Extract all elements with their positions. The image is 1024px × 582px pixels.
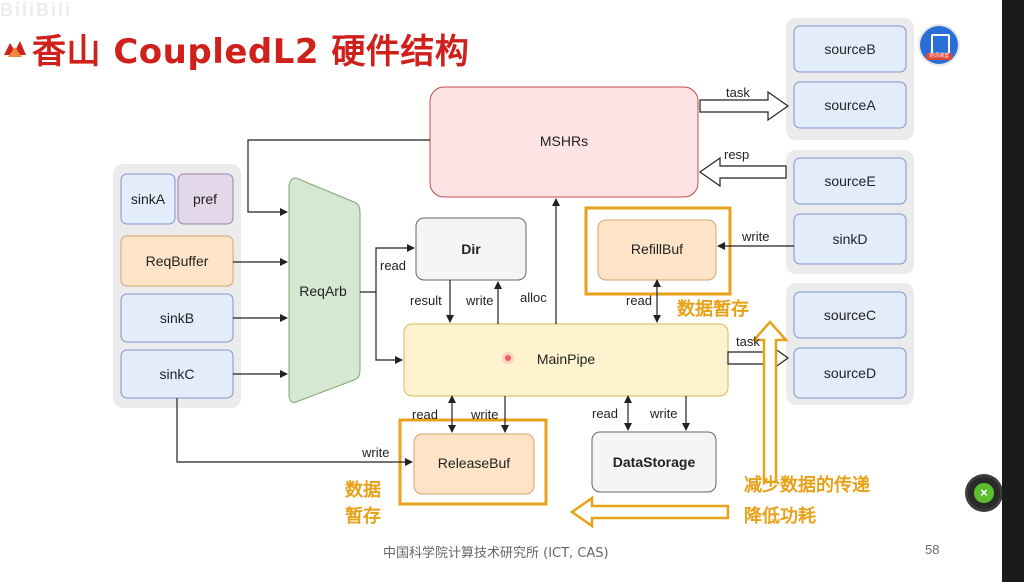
label-write-sinkc: write <box>361 445 389 460</box>
main-pipe-label: MainPipe <box>537 351 596 367</box>
label-write-sinkd: write <box>741 229 769 244</box>
release-buf-label: ReleaseBuf <box>438 455 510 471</box>
source-c-node: sourceC <box>793 291 907 339</box>
label-write-dir: write <box>465 293 493 308</box>
req-buffer-node: ReqBuffer <box>120 235 234 287</box>
annotation-buffer-left-1: 数据 <box>345 479 381 501</box>
annotation-buffer-right: 数据暂存 <box>677 298 749 320</box>
label-task-top: task <box>726 85 750 100</box>
cursor-halo <box>502 352 514 364</box>
source-d-label: sourceD <box>824 365 876 381</box>
label-write-release: write <box>470 407 498 422</box>
annotation-reduce-1: 减少数据的传递 <box>744 474 870 496</box>
label-task-main: task <box>736 334 760 349</box>
sink-b-label: sinkB <box>160 310 194 326</box>
sink-c-label: sinkC <box>159 366 194 382</box>
resp-hollow-arrow <box>698 156 787 188</box>
source-d-node: sourceD <box>793 347 907 399</box>
label-alloc: alloc <box>520 290 547 305</box>
label-read-release: read <box>412 407 438 422</box>
dir-node: Dir <box>415 217 527 281</box>
source-b-node: sourceB <box>793 25 907 73</box>
page-number: 58 <box>925 542 940 557</box>
footer-institution: 中国科学院计算技术研究所 (ICT, CAS) <box>383 546 609 561</box>
task-hollow-arrow <box>699 90 790 122</box>
sink-d-label: sinkD <box>832 231 867 247</box>
close-button[interactable]: × <box>968 477 1000 509</box>
sink-a-node: sinkA <box>120 173 176 225</box>
cursor-marker <box>505 355 511 361</box>
watermark: BiliBili <box>0 0 73 20</box>
source-a-label: sourceA <box>824 97 876 113</box>
edge-reqarb-mainpipe <box>375 292 403 364</box>
mshrs-label: MSHRs <box>540 133 588 149</box>
slide-title-bar: 香山 CoupledL2 硬件结构 <box>0 18 469 78</box>
req-arb-node: ReqArb <box>288 177 361 403</box>
sink-c-node: sinkC <box>120 349 234 399</box>
sink-d-node: sinkD <box>793 213 907 265</box>
source-e-label: sourceE <box>824 173 875 189</box>
orange-left-arrow <box>569 495 730 529</box>
req-buffer-label: ReqBuffer <box>146 253 209 269</box>
app-badge: 划词课堂 <box>926 53 952 60</box>
label-write-data: write <box>649 406 677 421</box>
notes-app-icon[interactable]: 划词课堂 <box>920 26 958 64</box>
sink-a-label: sinkA <box>131 191 166 207</box>
req-arb-label: ReqArb <box>299 283 347 299</box>
annotation-buffer-left-2: 暂存 <box>345 505 381 527</box>
annotation-reduce-2: 降低功耗 <box>744 505 816 527</box>
label-resp: resp <box>724 147 749 162</box>
coupledl2-diagram: MSHRs sourceB sourceA sourceE sinkD sour… <box>113 18 914 529</box>
refill-buf-label: RefillBuf <box>631 241 683 257</box>
sink-b-node: sinkB <box>120 293 234 343</box>
source-a-node: sourceA <box>793 81 907 129</box>
data-storage-node: DataStorage <box>591 431 717 493</box>
orange-up-arrow <box>751 320 789 484</box>
dir-label: Dir <box>461 241 481 257</box>
source-c-label: sourceC <box>824 307 876 323</box>
edge-reqarb-dir <box>360 244 415 293</box>
pref-label: pref <box>193 191 217 207</box>
pref-node: pref <box>177 173 234 225</box>
main-pipe-node: MainPipe <box>403 323 729 397</box>
label-read-refill: read <box>626 293 652 308</box>
mshrs-node: MSHRs <box>429 86 699 198</box>
window-edge <box>1002 0 1024 582</box>
label-read-dir: read <box>380 258 406 273</box>
ict-logo-icon <box>4 41 26 57</box>
edge-mshr-reqarb <box>247 139 430 216</box>
refill-buf-node: RefillBuf <box>597 219 717 281</box>
release-buf-node: ReleaseBuf <box>413 433 535 495</box>
label-read-data: read <box>592 406 618 421</box>
edges <box>176 139 794 466</box>
page-title: 香山 CoupledL2 硬件结构 <box>32 31 470 72</box>
source-b-label: sourceB <box>824 41 875 57</box>
label-result: result <box>410 293 442 308</box>
edge-sinkc-releasebuf <box>176 398 413 466</box>
data-storage-label: DataStorage <box>613 454 696 470</box>
close-icon: × <box>974 483 994 503</box>
source-e-node: sourceE <box>793 157 907 205</box>
